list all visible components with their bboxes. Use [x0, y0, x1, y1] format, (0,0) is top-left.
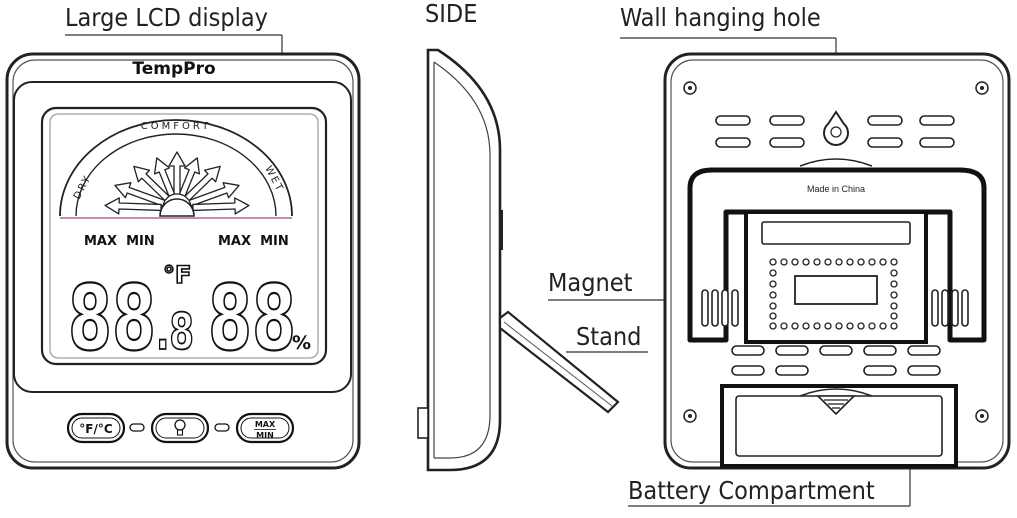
wall-hanging-hole-icon: [823, 110, 849, 146]
label-stand: Stand: [576, 322, 641, 351]
lcd-window: [40, 106, 328, 366]
max-min-button[interactable]: [235, 412, 295, 444]
temperature-unit: °F: [163, 261, 191, 289]
back-view: Made in China: [663, 52, 1011, 470]
arrow-comfort: [168, 151, 186, 195]
label-magnet: Magnet: [548, 268, 633, 297]
label-lcd-display: Large LCD display: [65, 3, 268, 32]
screw-icon: [683, 81, 989, 423]
arrow-comfort-right-1: [178, 157, 201, 197]
max-min-humidity-label: MAX MIN: [218, 234, 289, 249]
arrow-comfort-left-1: [153, 157, 176, 197]
front-view: TempPro COMFORT DRY WET MAX MIN MAX MIN: [5, 52, 361, 470]
stand-ribs-left: [701, 289, 739, 327]
top-vents: [715, 115, 955, 148]
magnet: [794, 275, 878, 305]
unit-toggle-button[interactable]: [66, 412, 126, 444]
side-slot: [500, 210, 503, 250]
temperature-digits: 88: [68, 266, 156, 371]
stand-hinge: [799, 158, 873, 167]
backlight-button[interactable]: [150, 412, 210, 444]
arrow-wet: [192, 197, 250, 215]
min-button-label: MIN: [256, 431, 274, 440]
temperature-decimal: .8: [156, 303, 194, 361]
label-battery-compartment: Battery Compartment: [628, 476, 875, 505]
comfort-arc-inner: [75, 133, 277, 217]
indicator-led-left: [129, 423, 145, 432]
arrow-dry-2: [114, 182, 166, 207]
unit-toggle-button-inner: [71, 417, 121, 439]
backlight-button-inner: [155, 417, 205, 439]
stand-edge: [503, 321, 613, 407]
lcd-glass: [49, 113, 319, 359]
magnet-dot-ring: [769, 258, 898, 330]
side-body-inner: [433, 61, 491, 459]
max-min-button-inner: [240, 417, 290, 439]
comfort-label: COMFORT: [141, 121, 211, 132]
battery-cover-latch: [799, 388, 873, 397]
humidity-unit: %: [292, 332, 311, 354]
arrow-dry: [104, 197, 162, 215]
unit-toggle-label: °F/°C: [79, 422, 113, 436]
comfort-arc-outer: [59, 119, 293, 217]
made-in-china-text: Made in China: [807, 184, 865, 194]
stand-leg: [498, 310, 620, 414]
stand-top-slot: [761, 221, 911, 245]
side-view: [417, 48, 620, 472]
battery-latch-arrow-icon: [816, 395, 856, 416]
side-button-profile: [417, 407, 429, 439]
front-panel: [13, 81, 352, 393]
arrow-comfort-right-2: [184, 165, 221, 202]
brand-logo: TempPro: [132, 59, 215, 79]
comfort-arrows: [104, 151, 250, 215]
max-button-label: MAX: [255, 420, 276, 429]
indicator-led-right: [214, 423, 230, 432]
arrow-comfort-left-2: [133, 165, 170, 202]
light-bulb-icon: [174, 419, 186, 436]
bottom-vents: [731, 345, 941, 376]
label-wall-hanging-hole: Wall hanging hole: [620, 3, 821, 32]
stand-ribs-right: [931, 289, 969, 327]
side-body-outline: [426, 48, 502, 472]
humidity-digits: 88: [208, 266, 296, 371]
label-side: SIDE: [425, 0, 477, 28]
max-min-temp-label: MAX MIN: [84, 234, 155, 249]
